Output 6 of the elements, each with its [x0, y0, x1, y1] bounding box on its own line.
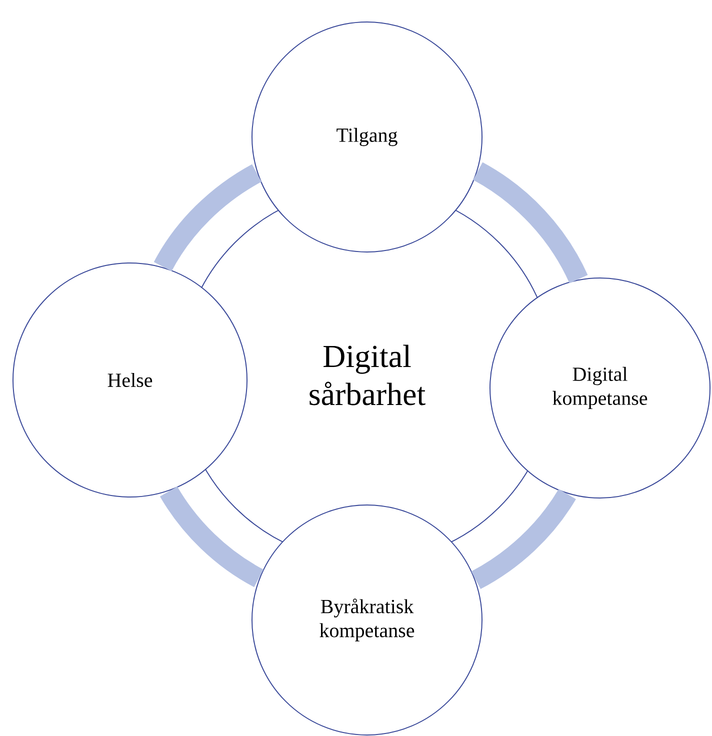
node-label: Digital kompetanse	[552, 366, 648, 410]
ring-arc	[471, 488, 576, 589]
node-label: Byråkratisk kompetanse	[320, 598, 414, 642]
ring-arc	[154, 164, 262, 272]
ring-arc	[472, 162, 588, 284]
ring-arc	[160, 486, 264, 588]
